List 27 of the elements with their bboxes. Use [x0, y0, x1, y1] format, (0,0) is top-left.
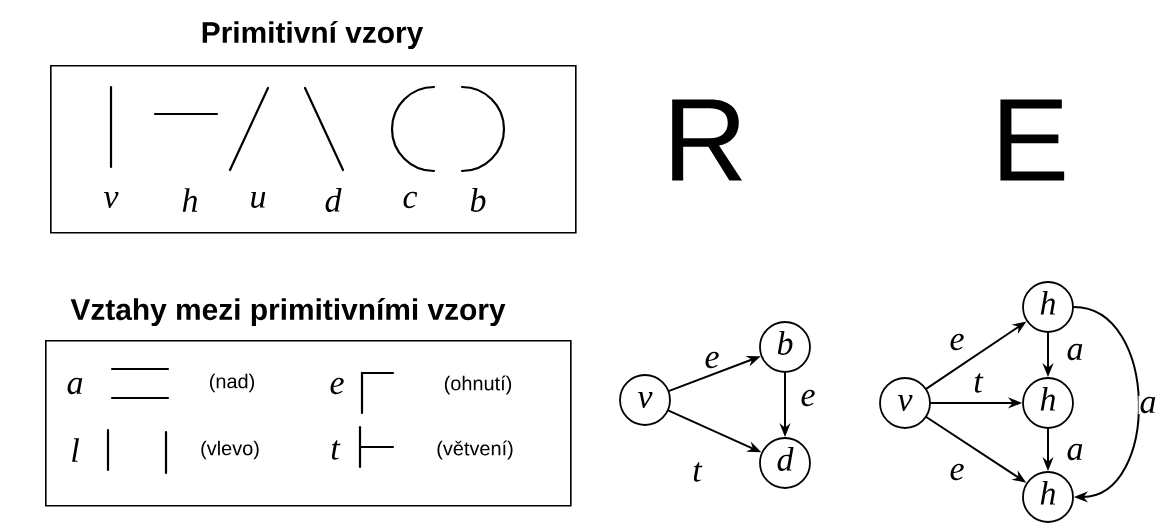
- relation-name: (nad): [210, 373, 255, 393]
- edge-label: e: [948, 332, 966, 352]
- panel-title: Primitivní vzory: [202, 20, 424, 50]
- letter-label: l: [72, 438, 79, 462]
- relation-name: (vlevo): [201, 440, 259, 460]
- letter-sample: E: [1000, 99, 1065, 181]
- edge-label: e: [799, 388, 817, 408]
- edge-label: a: [1065, 442, 1085, 462]
- letter-label: t: [331, 440, 341, 460]
- letter-label: c: [403, 191, 418, 209]
- letter-label: d: [325, 188, 342, 212]
- letter-label: b: [470, 188, 486, 212]
- edge-label: a: [1065, 342, 1085, 362]
- relation-name: (větvení): [437, 440, 513, 460]
- letter-label: u: [251, 192, 266, 208]
- letter-sample: R: [672, 99, 742, 181]
- edge-label: t: [691, 461, 703, 483]
- edge-label: t: [972, 372, 984, 394]
- arrow: [1072, 306, 1140, 503]
- letter-label: h: [182, 188, 198, 212]
- letter-label: a: [67, 377, 83, 395]
- letter-label: e: [330, 377, 344, 395]
- edge-label: e: [948, 462, 966, 482]
- edge-label: e: [703, 350, 721, 370]
- panel-title: Vztahy mezi primitivními vzory: [70, 297, 506, 327]
- relation-name: (ohnutí): [444, 375, 512, 395]
- letter-label: v: [103, 192, 119, 208]
